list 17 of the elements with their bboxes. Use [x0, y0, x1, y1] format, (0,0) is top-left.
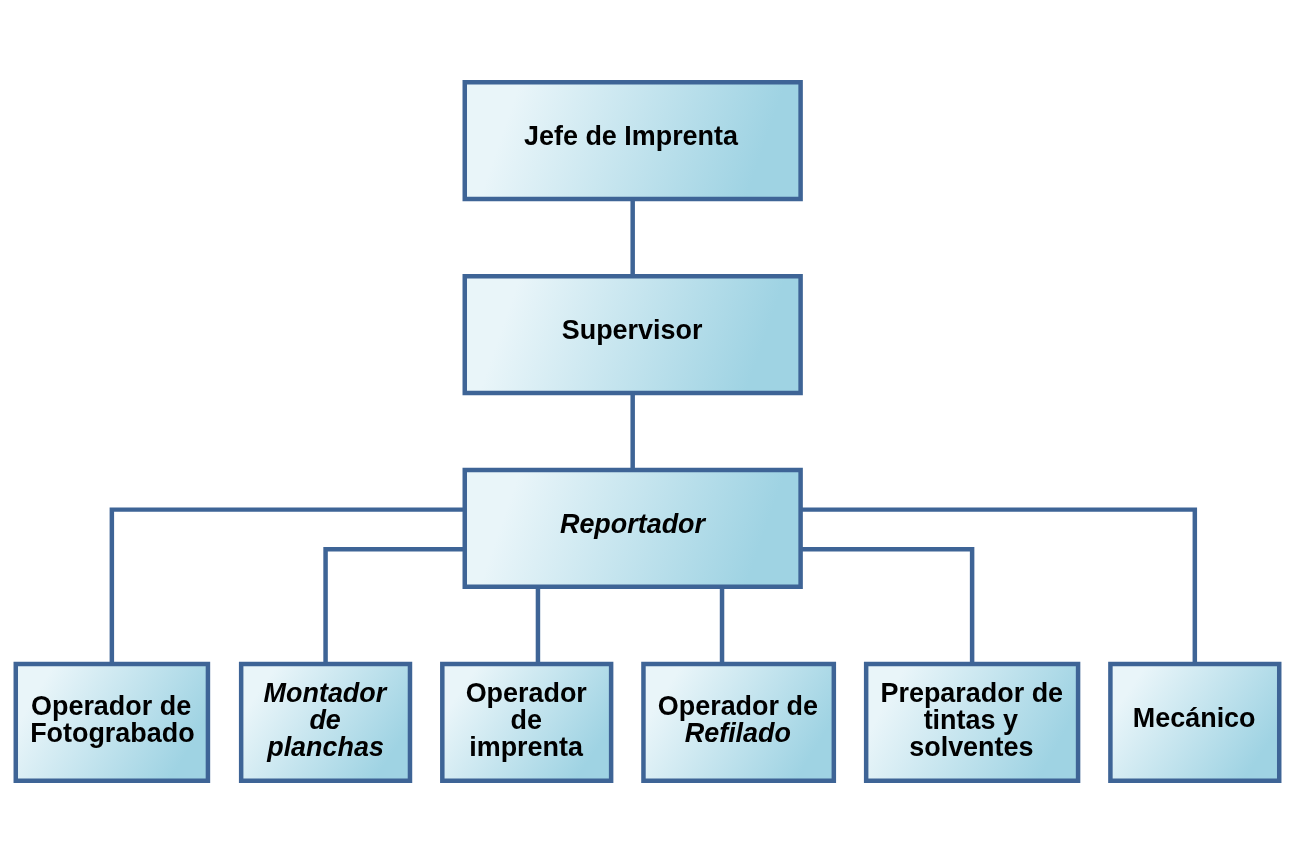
connector: [630, 393, 635, 470]
connector: [801, 507, 1198, 664]
node-box: Preparador de tintas y solventes: [863, 661, 1081, 784]
node-box: Mecánico: [1108, 661, 1282, 784]
node-box: Operador de Refilado: [641, 661, 837, 784]
node-box: Montador de planchas: [238, 661, 413, 784]
connector: [535, 587, 541, 664]
connector: [800, 546, 975, 664]
connector: [109, 507, 465, 664]
node-box: Operador de imprenta: [440, 661, 614, 784]
node-box: Supervisor: [462, 273, 803, 396]
connector: [719, 587, 725, 664]
connector: [630, 199, 635, 276]
connector: [323, 546, 465, 664]
node-box: Operador de Fotograbado: [13, 661, 211, 784]
node-box: Jefe de Imprenta: [462, 79, 803, 202]
node-box: Reportador: [462, 467, 803, 590]
